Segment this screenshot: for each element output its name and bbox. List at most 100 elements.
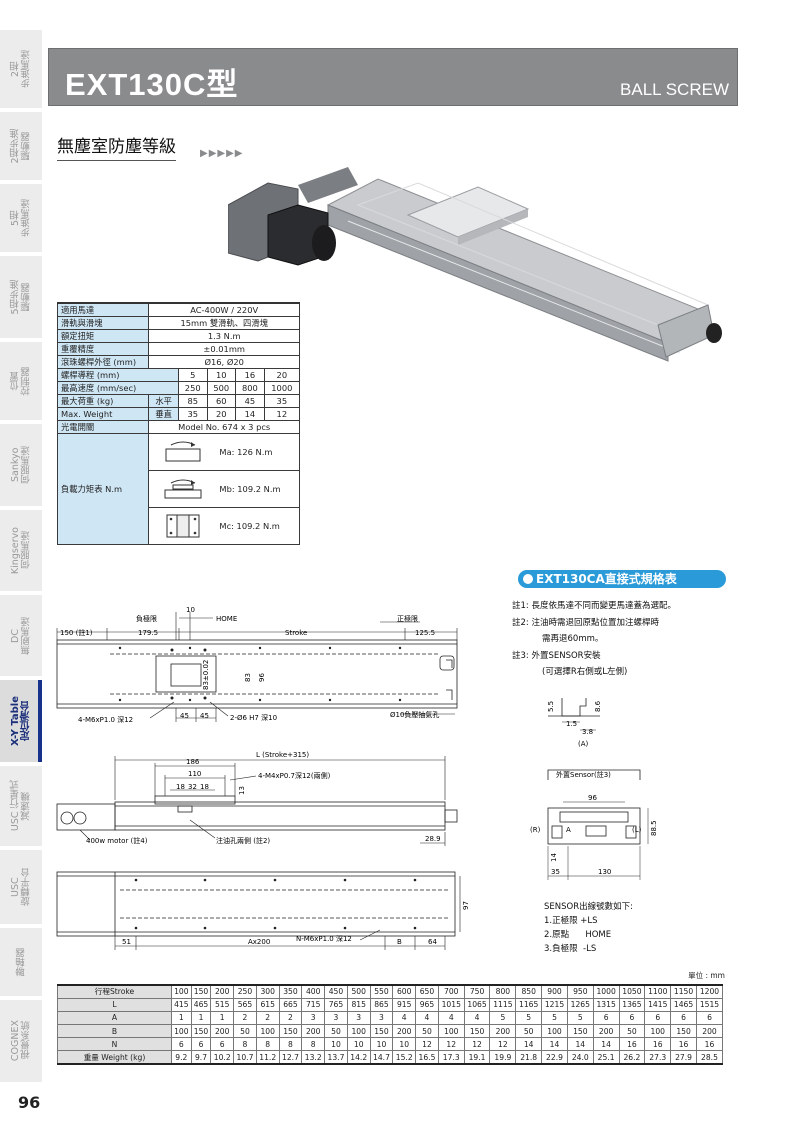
side-tab[interactable]: COGNEX 視覺系統	[0, 1000, 42, 1084]
dimension-cell: 950	[566, 983, 594, 999]
dimension-cell: 6	[190, 1037, 212, 1052]
dimension-cell: 1465	[670, 997, 697, 1012]
side-tab[interactable]: USC 旋轉平台	[0, 850, 42, 926]
dimension-cell: 50	[415, 1024, 439, 1039]
dim-32: 32	[188, 783, 197, 791]
dimension-cell: 19.1	[463, 1050, 491, 1066]
dimension-cell: 50	[618, 1024, 646, 1039]
dimension-cell: 5	[566, 1010, 594, 1026]
dimension-cell: 50	[324, 1024, 348, 1039]
dimension-cell: 9.2	[171, 1050, 192, 1066]
dim-45a: 45	[180, 712, 189, 720]
dimension-cell: 150	[278, 1024, 303, 1039]
dim-83: 83	[244, 673, 252, 682]
dimension-cell: 12	[463, 1037, 491, 1052]
side-tab[interactable]: 5相步進 驅動器	[0, 256, 42, 340]
label-ext-sensor: 外置Sensor(註3)	[556, 770, 611, 779]
dimension-cell: 100	[437, 1024, 465, 1039]
dimension-cell: 1	[190, 1010, 212, 1026]
label-nm6: N-M6xP1.0 深12	[296, 934, 352, 943]
dim-150: 150 (註1)	[60, 628, 93, 637]
dimension-cell: 27.3	[644, 1050, 672, 1066]
side-tab[interactable]: 2相 步進馬達	[0, 30, 42, 110]
section-title: 無塵室防塵等級	[57, 132, 176, 161]
side-tab[interactable]: 2相步進 驅動器	[0, 112, 42, 182]
dimension-cell: 1065	[463, 997, 491, 1012]
dim-1-5: 1.5	[566, 720, 577, 728]
dimension-cell: 900	[541, 983, 568, 999]
dimension-cell: 6	[171, 1037, 192, 1052]
dimension-cell: 800	[489, 983, 517, 999]
dimension-cell: 850	[515, 983, 543, 999]
dimension-cell: 400	[301, 983, 326, 999]
dimension-cell: 14.7	[369, 1050, 394, 1066]
dimension-cell: 200	[210, 983, 235, 999]
dimension-cell: 13.7	[324, 1050, 348, 1066]
dimension-cell: 10	[346, 1037, 371, 1052]
dimension-cell: 22.9	[541, 1050, 568, 1066]
dim-5-5: 5.5	[547, 701, 555, 712]
dimension-cell: 6	[618, 1010, 646, 1026]
ca-spec-banner: EXT130CA直接式規格表	[518, 570, 726, 588]
dimension-cell: 16	[695, 1037, 724, 1052]
dimension-cell: 2	[278, 1010, 303, 1026]
label-A: A	[566, 826, 571, 834]
dimension-cell: 350	[278, 983, 303, 999]
side-tab[interactable]: USC 行星式 減速機	[0, 766, 42, 848]
note-3: 註3: 外置SENSOR安裝	[512, 650, 601, 661]
dimension-cell: 200	[210, 1024, 235, 1039]
moment-mc: Mc: 109.2 N.m	[148, 507, 300, 545]
section-view	[547, 769, 641, 845]
dimension-cell: 100	[346, 1024, 371, 1039]
dimension-cell: 1100	[644, 983, 672, 999]
dim-ax200: Ax200	[248, 938, 270, 946]
dimension-cell: 100	[171, 983, 192, 999]
dim-stroke: Stroke	[285, 629, 307, 637]
dimension-cell: 100	[644, 1024, 672, 1039]
dimension-cell: 14	[515, 1037, 543, 1052]
dimension-cell: 150	[670, 1024, 697, 1039]
side-tab[interactable]: X-Y Table 定位滑台	[0, 680, 42, 764]
dimension-cell: 4	[437, 1010, 465, 1026]
side-tab[interactable]: Sankyo 伺服馬達	[0, 424, 42, 508]
dimension-cell: 16	[670, 1037, 697, 1052]
label-home: HOME	[216, 615, 237, 623]
side-tab[interactable]: Kingservo 伺服馬達	[0, 510, 42, 593]
label-R: (R)	[530, 826, 541, 834]
dimension-cell: 6	[695, 1010, 724, 1026]
dimension-cell: 6	[592, 1010, 620, 1026]
dimension-cell: 12	[415, 1037, 439, 1052]
side-tab[interactable]: DC 無刷馬達	[0, 595, 42, 678]
dimension-cell: 2	[255, 1010, 280, 1026]
dimension-cell: 150	[566, 1024, 594, 1039]
side-tab[interactable]: 5相 步進馬達	[0, 184, 42, 254]
note-1: 註1: 長度依馬達不同而變更馬達蓋為選配。	[512, 601, 676, 611]
label-pos-limit: 正極限	[397, 614, 418, 623]
dimension-cell: 200	[489, 1024, 517, 1039]
dimension-cell: 6	[670, 1010, 697, 1026]
dimension-cell: 1000	[592, 983, 620, 999]
dimension-cell: 450	[324, 983, 348, 999]
side-tab[interactable]: 聯軸器	[0, 928, 42, 998]
dimension-cell: 8	[255, 1037, 280, 1052]
dim-18b: 18	[200, 783, 209, 791]
moment-mb: Mb: 109.2 N.m	[148, 470, 300, 508]
side-tab[interactable]: 位置 控制器	[0, 342, 42, 422]
page-number: 96	[18, 1093, 41, 1112]
dimension-row-label: A	[57, 1010, 172, 1026]
dimension-cell: 1	[171, 1010, 192, 1026]
dim-28-9: 28.9	[425, 835, 441, 843]
spec-table: 適用馬達 AC-400W / 220V 滑軌與滑塊 15mm 雙滑軌、四滑塊 額…	[56, 302, 301, 545]
dimension-cell: 150	[190, 983, 212, 999]
sensor-signal-item: 1.正極限 +LS	[544, 916, 598, 926]
dimension-cell: 200	[592, 1024, 620, 1039]
dimension-cell: 3	[324, 1010, 348, 1026]
moment-ma: Ma: 126 N.m	[148, 433, 300, 471]
dimension-cell: 5	[541, 1010, 568, 1026]
dimension-cell: 4	[392, 1010, 417, 1026]
dimension-cell: 150	[190, 1024, 212, 1039]
dimension-cell: 200	[301, 1024, 326, 1039]
